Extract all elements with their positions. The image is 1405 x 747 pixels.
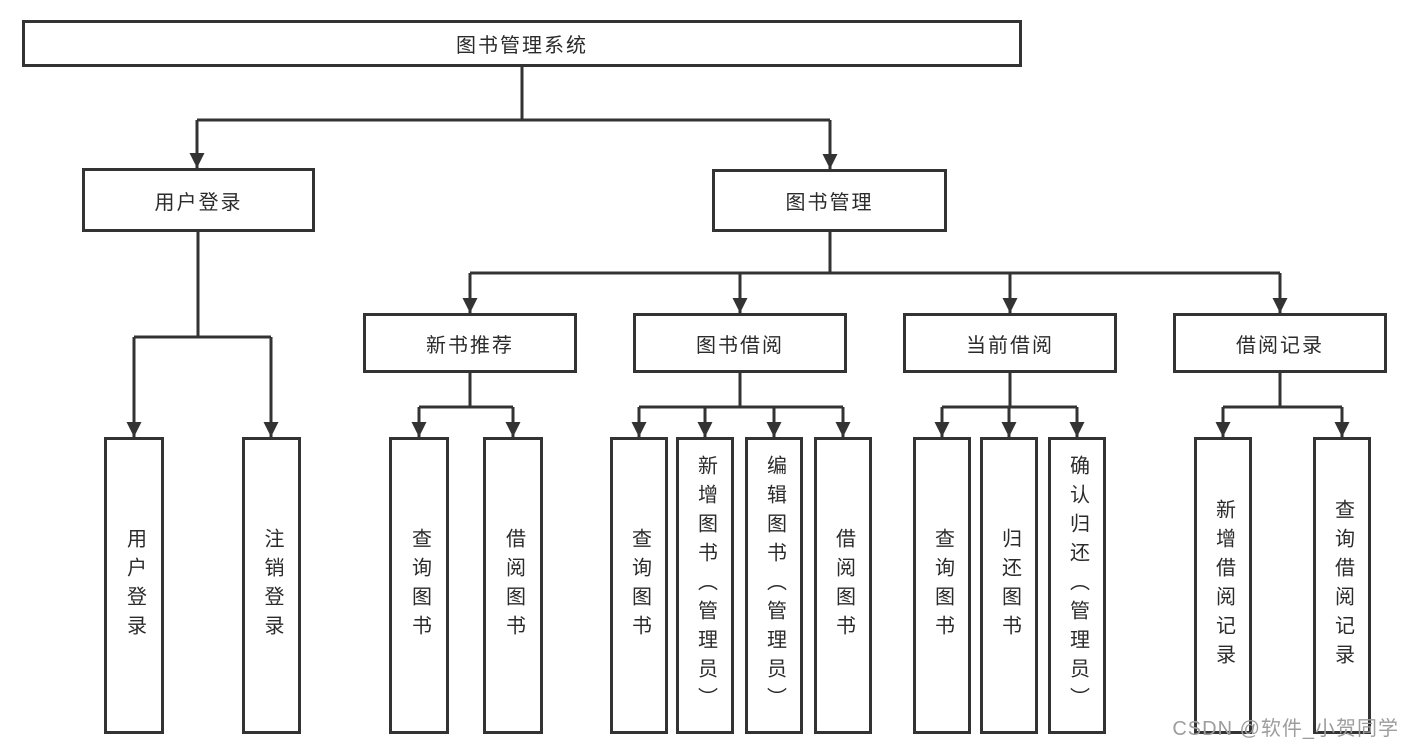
leaf-borrow-books-recommend: 借阅图书 bbox=[483, 437, 543, 734]
leaf-borrow-books-borrowing-label: 借阅图书 bbox=[832, 527, 855, 644]
connector-book-borrowing bbox=[631, 373, 851, 437]
node-user-login: 用户登录 bbox=[82, 168, 315, 232]
leaf-user-login-label: 用户登录 bbox=[123, 527, 146, 644]
leaf-add-book-admin-label: 新增图书（管理员） bbox=[694, 455, 717, 716]
leaf-borrow-books-recommend-label: 借阅图书 bbox=[502, 527, 525, 644]
leaf-query-borrow-record-label: 查询借阅记录 bbox=[1331, 498, 1354, 673]
leaf-add-book-admin: 新增图书（管理员） bbox=[676, 437, 734, 734]
leaf-query-books-current-label: 查询图书 bbox=[931, 527, 954, 644]
leaf-edit-book-admin: 编辑图书（管理员） bbox=[745, 437, 803, 734]
connector-book-management bbox=[462, 232, 1288, 313]
connector-new-book-recommend bbox=[411, 373, 521, 437]
leaf-confirm-return-admin-label: 确认归还（管理员） bbox=[1066, 455, 1089, 716]
leaf-borrow-books-borrowing: 借阅图书 bbox=[814, 437, 872, 734]
node-new-book-recommend: 新书推荐 bbox=[363, 313, 577, 373]
connector-current-borrowing bbox=[934, 373, 1085, 437]
connector-root bbox=[189, 67, 838, 169]
leaf-confirm-return-admin: 确认归还（管理员） bbox=[1048, 437, 1106, 734]
leaf-edit-book-admin-label: 编辑图书（管理员） bbox=[763, 455, 786, 716]
leaf-logout-label: 注销登录 bbox=[261, 527, 283, 644]
leaf-query-borrow-record: 查询借阅记录 bbox=[1313, 437, 1371, 734]
leaf-logout: 注销登录 bbox=[242, 437, 301, 734]
leaf-user-login: 用户登录 bbox=[104, 437, 164, 734]
leaf-query-books-current: 查询图书 bbox=[913, 437, 971, 734]
leaf-query-books-borrowing-label: 查询图书 bbox=[628, 527, 651, 644]
leaf-return-books-label: 归还图书 bbox=[998, 527, 1021, 644]
leaf-query-books-recommend-label: 查询图书 bbox=[408, 527, 431, 644]
leaf-add-borrow-record: 新增借阅记录 bbox=[1194, 437, 1252, 734]
node-book-management: 图书管理 bbox=[712, 169, 947, 232]
node-current-borrowing: 当前借阅 bbox=[903, 313, 1117, 373]
csdn-watermark: CSDN @软件_小贺同学 bbox=[1172, 718, 1399, 740]
node-book-borrowing: 图书借阅 bbox=[633, 313, 847, 373]
node-root: 图书管理系统 bbox=[22, 20, 1022, 67]
leaf-query-books-borrowing: 查询图书 bbox=[610, 437, 668, 734]
leaf-query-books-recommend: 查询图书 bbox=[389, 437, 449, 734]
node-borrowing-records: 借阅记录 bbox=[1173, 313, 1387, 373]
connector-user-login bbox=[126, 232, 279, 437]
leaf-add-borrow-record-label: 新增借阅记录 bbox=[1212, 498, 1235, 673]
connector-borrowing-records bbox=[1215, 373, 1350, 437]
leaf-return-books: 归还图书 bbox=[980, 437, 1038, 734]
